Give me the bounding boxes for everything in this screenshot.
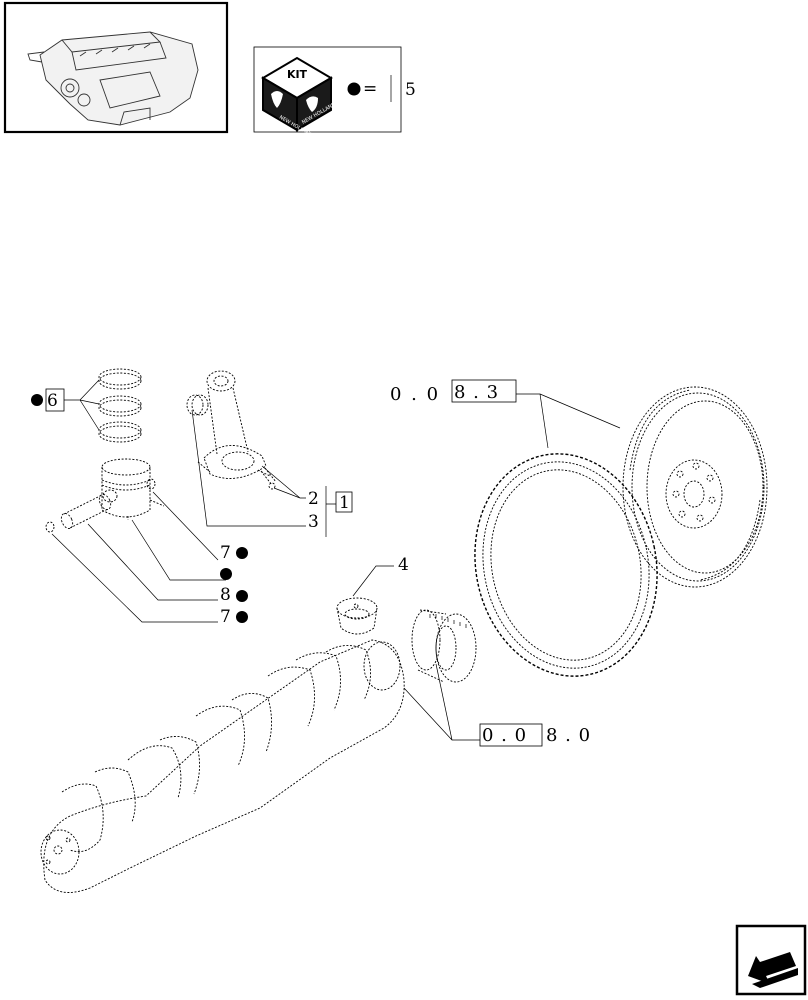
arrow-back-icon [748, 952, 798, 988]
piston-pin[interactable] [59, 493, 113, 531]
gear-ref-suffix: 8 . 0 [546, 725, 591, 746]
callout-4-label: 4 [398, 555, 409, 575]
engine-icon [27, 31, 199, 126]
callout-3-label: 3 [308, 512, 319, 532]
kit-dot-icon [31, 394, 43, 406]
callout-piston-dot[interactable] [131, 519, 232, 581]
engine-thumbnail[interactable] [3, 1, 229, 134]
flywheel[interactable] [622, 386, 768, 588]
flywheel-ref-box: 8 . 3 [454, 382, 499, 403]
connecting-rod[interactable] [197, 370, 271, 479]
piston[interactable] [101, 458, 165, 520]
callout-4[interactable]: 4 [352, 555, 409, 597]
callout-2[interactable]: 2 [261, 465, 319, 509]
circlip-left[interactable] [45, 521, 55, 533]
small-end-bushing[interactable] [186, 394, 209, 416]
callout-6[interactable]: 6 [31, 379, 100, 431]
flywheel-ref-prefix: 0 . 0 [390, 384, 440, 405]
callout-8-label: 8 [220, 585, 231, 605]
crankshaft[interactable] [40, 639, 405, 893]
kit-dot-icon [220, 568, 232, 580]
piston-rings[interactable] [98, 368, 142, 443]
ring-gear[interactable] [455, 437, 678, 694]
callout-8[interactable]: 8 [87, 523, 248, 605]
callout-7-bottom-label: 7 [220, 607, 231, 627]
rod-bolt[interactable] [260, 467, 277, 490]
kit-legend-equals: = [363, 79, 377, 99]
callout-3[interactable]: 3 [191, 409, 319, 532]
flywheel-ref-callout[interactable]: 0 . 0 8 . 3 [390, 379, 621, 449]
kit-dot-icon [236, 590, 248, 602]
kit-legend-value: 5 [405, 80, 416, 100]
callout-6-label: 6 [47, 391, 58, 411]
gear-ref-callout[interactable]: 0 . 0 8 . 0 [403, 663, 591, 747]
timing-gear[interactable] [411, 609, 477, 683]
kit-legend: KIT NEW HOLLAND NEW HOLLAND = 5 [253, 46, 416, 139]
callout-7-bottom[interactable]: 7 [51, 533, 248, 627]
callout-1-label: 1 [339, 493, 350, 513]
gear-ref-box: 0 . 0 [482, 725, 527, 746]
callout-7-top[interactable]: 7 [152, 491, 248, 563]
callout-2-label: 2 [308, 489, 319, 509]
kit-label: KIT [287, 68, 308, 81]
back-navigation-button[interactable] [735, 924, 807, 996]
callout-1[interactable]: 1 [325, 486, 353, 537]
circlip-right[interactable] [146, 478, 156, 490]
kit-dot-icon [236, 611, 248, 623]
kit-cube-icon: KIT NEW HOLLAND NEW HOLLAND [261, 56, 337, 139]
callout-7-top-label: 7 [220, 543, 231, 563]
kit-dot-icon [236, 547, 248, 559]
main-bearing-shell[interactable] [336, 597, 378, 635]
kit-dot-icon [347, 82, 361, 96]
